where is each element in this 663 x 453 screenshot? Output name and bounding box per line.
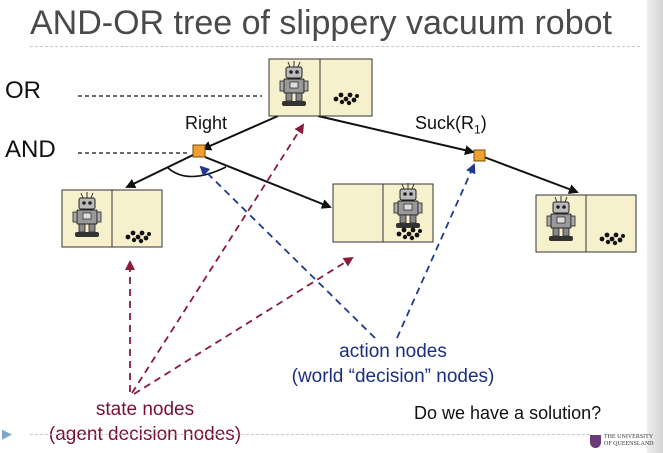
- pointer-to-suck-action: [396, 163, 476, 339]
- title-divider: [30, 46, 640, 47]
- tree-edges: [125, 115, 579, 209]
- state-nodes-annotation: state nodes (agent decision nodes): [15, 398, 275, 447]
- pointer-to-root-state: [131, 123, 305, 394]
- state-nodes-subtitle: (agent decision nodes): [48, 423, 242, 445]
- logo-line-2: OF QUEENSLAND: [604, 441, 654, 447]
- edge-root-to-right: [201, 115, 279, 151]
- edge-root-to-suck: [317, 115, 475, 156]
- action-nodes-annotation: action nodes (world “decision” nodes): [288, 340, 498, 389]
- university-logo: THE UNIVERSITY OF QUEENSLAND: [590, 433, 654, 451]
- slide-title: AND-OR tree of slippery vacuum robot: [30, 4, 612, 42]
- action-label-right: Right: [185, 113, 228, 133]
- state-node-middle: [332, 182, 434, 243]
- state-node-right: [535, 194, 637, 253]
- pointer-to-middle-state: [133, 256, 354, 395]
- footer-divider: [30, 434, 590, 435]
- pointer-to-right-action: [199, 165, 376, 339]
- logo-line-1: THE UNIVERSITY: [604, 434, 654, 440]
- state-node-root: [268, 58, 373, 117]
- slide-nav-arrow-icon[interactable]: ▶: [2, 426, 12, 441]
- state-node-pointers: [125, 123, 354, 395]
- action-node-suck: [473, 149, 486, 162]
- action-nodes-subtitle: (world “decision” nodes): [291, 365, 495, 387]
- action-label-suck-subscript: 1: [474, 122, 481, 137]
- action-label-suck: Suck(R1): [415, 113, 487, 137]
- edge-right-to-left-state: [125, 154, 194, 189]
- edge-suck-to-right-state: [483, 156, 579, 194]
- action-node-pointers: [199, 163, 476, 339]
- state-node-left: [61, 189, 163, 248]
- slide-edge-bar: [647, 0, 663, 453]
- university-logo-text: THE UNIVERSITY OF QUEENSLAND: [604, 434, 654, 448]
- action-node-right: [192, 144, 206, 158]
- action-nodes-title: action nodes: [339, 341, 447, 362]
- edge-right-to-middle-state: [204, 156, 332, 209]
- or-level-label: OR: [5, 77, 41, 104]
- and-arc: [166, 166, 227, 178]
- action-label-suck-text: Suck(R: [415, 113, 475, 133]
- action-label-suck-close: ): [480, 113, 487, 133]
- solution-question: Do we have a solution?: [414, 403, 602, 423]
- and-level-label: AND: [5, 136, 56, 163]
- state-nodes-title: state nodes: [95, 399, 195, 420]
- crest-icon: [590, 435, 601, 448]
